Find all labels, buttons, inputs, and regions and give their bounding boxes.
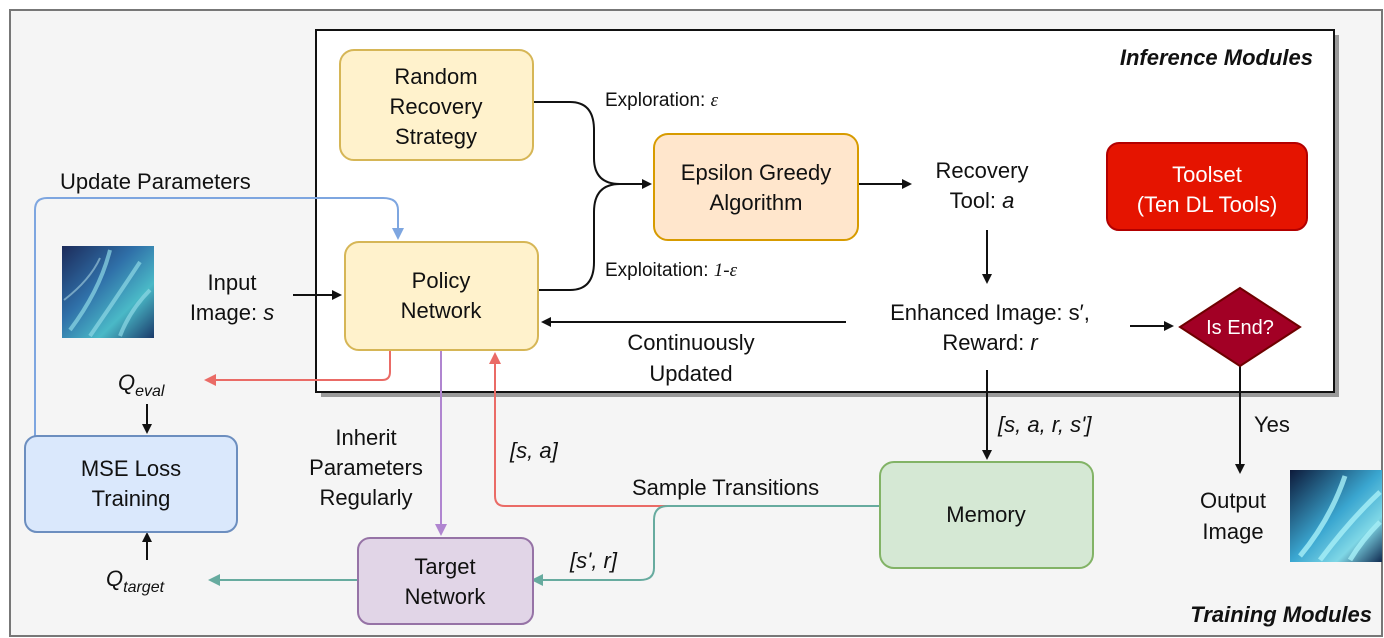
edge-mse-to-policy bbox=[34, 197, 404, 480]
policy-network-node: Policy Network bbox=[344, 241, 539, 351]
toolset-node: Toolset (Ten DL Tools) bbox=[1106, 142, 1308, 231]
memory-node: Memory bbox=[879, 461, 1094, 569]
edge-random-to-epsilon bbox=[533, 101, 652, 189]
s-a-label: [s, a] bbox=[509, 438, 559, 463]
memory-label: Memory bbox=[946, 502, 1025, 527]
mse-loss-line1: MSE Loss bbox=[81, 456, 181, 481]
output-image-thumbnail bbox=[1290, 470, 1382, 562]
epsilon-greedy-line2: Algorithm bbox=[710, 190, 803, 215]
sample-transitions-label: Sample Transitions bbox=[632, 475, 819, 500]
random-recovery-line2: Recovery bbox=[390, 94, 483, 119]
q-target-label: Qtarget bbox=[106, 566, 165, 596]
target-network-line1: Target bbox=[414, 554, 475, 579]
input-image-line1: Input bbox=[208, 270, 257, 295]
random-recovery-line3: Strategy bbox=[395, 124, 477, 149]
recovery-tool-line2: Tool: a bbox=[950, 188, 1015, 213]
random-recovery-node: Random Recovery Strategy bbox=[339, 49, 534, 161]
mse-loss-line2: Training bbox=[92, 486, 171, 511]
edge-policy-to-qeval bbox=[204, 350, 391, 386]
inference-modules-title: Inference Modules bbox=[1120, 45, 1313, 70]
input-image-thumbnail bbox=[62, 246, 154, 338]
is-end-decision: Is End? bbox=[1178, 286, 1302, 368]
enhanced-image-label: Enhanced Image: s′, bbox=[890, 300, 1090, 325]
inherit-line2: Parameters bbox=[309, 455, 423, 480]
updated-label: Updated bbox=[649, 361, 732, 386]
edge-memory-to-target bbox=[531, 505, 880, 586]
edge-policy-to-epsilon bbox=[538, 183, 621, 291]
recovery-tool-line1: Recovery bbox=[936, 158, 1029, 183]
target-network-node: Target Network bbox=[357, 537, 534, 625]
s-prime-r-label: [s', r] bbox=[569, 548, 618, 573]
policy-network-line1: Policy bbox=[412, 268, 471, 293]
epsilon-greedy-node: Epsilon Greedy Algorithm bbox=[653, 133, 859, 241]
inherit-line3: Regularly bbox=[320, 485, 413, 510]
continuously-label: Continuously bbox=[627, 330, 754, 355]
mse-loss-node: MSE Loss Training bbox=[24, 435, 238, 533]
exploitation-label: Exploitation: 1-ε bbox=[605, 260, 738, 281]
policy-network-line2: Network bbox=[401, 298, 483, 323]
transition-tuple-label: [s, a, r, s'] bbox=[997, 412, 1092, 437]
output-image-line1: Output bbox=[1200, 488, 1266, 513]
epsilon-greedy-line1: Epsilon Greedy bbox=[681, 160, 831, 185]
training-modules-title: Training Modules bbox=[1190, 602, 1372, 627]
random-recovery-line1: Random bbox=[394, 64, 477, 89]
yes-label: Yes bbox=[1254, 412, 1290, 437]
toolset-line1: Toolset bbox=[1172, 162, 1242, 187]
reward-label: Reward: r bbox=[942, 330, 1039, 355]
output-image-line2: Image bbox=[1202, 519, 1263, 544]
is-end-label: Is End? bbox=[1206, 317, 1274, 339]
inherit-line1: Inherit bbox=[335, 425, 396, 450]
q-eval-label: Qeval bbox=[118, 370, 165, 400]
update-parameters-label: Update Parameters bbox=[60, 169, 251, 194]
toolset-line2: (Ten DL Tools) bbox=[1137, 192, 1278, 217]
edge-memory-to-policy bbox=[489, 352, 880, 507]
input-image-line2: Image: s bbox=[190, 300, 274, 325]
exploration-label: Exploration: ε bbox=[605, 90, 719, 111]
target-network-line2: Network bbox=[405, 584, 487, 609]
